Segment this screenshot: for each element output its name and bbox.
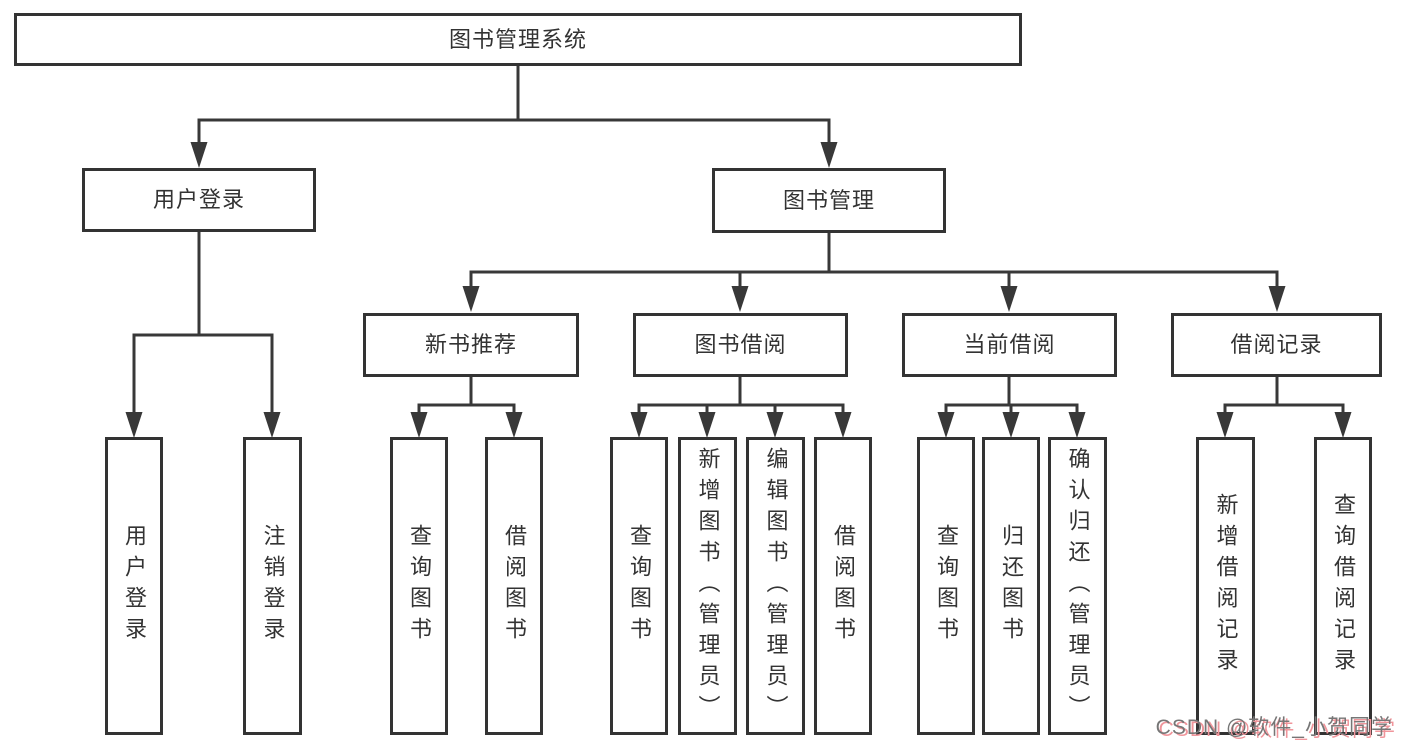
node-book-management: 图书管理 <box>712 168 946 233</box>
node-label: 新书推荐 <box>424 332 517 357</box>
leaf-label: 查询图书 <box>934 524 959 648</box>
leaf-label: 新增图书（管理员） <box>695 446 721 726</box>
node-label: 用户登录 <box>152 187 245 212</box>
leaf-label: 确认归还（管理员） <box>1065 446 1091 726</box>
node-label: 当前借阅 <box>963 332 1056 357</box>
arrowhead-down <box>731 286 749 312</box>
leaf-confirm-return-admin: 确认归还（管理员） <box>1048 437 1107 735</box>
leaf-borrow-books-newrec: 借阅图书 <box>485 437 543 735</box>
node-label: 图书管理 <box>782 187 875 213</box>
leaf-borrow-books: 借阅图书 <box>814 437 872 735</box>
leaf-add-borrow-record: 新增借阅记录 <box>1196 437 1255 735</box>
leaf-label: 用户登录 <box>122 524 147 648</box>
arrowhead-down <box>1002 412 1020 438</box>
leaf-user-login: 用户登录 <box>105 437 163 735</box>
arrowhead-down <box>505 412 523 438</box>
arrowhead-down <box>937 412 955 438</box>
leaf-add-books-admin: 新增图书（管理员） <box>678 437 737 735</box>
leaf-label: 借阅图书 <box>502 524 527 648</box>
leaf-edit-books-admin: 编辑图书（管理员） <box>746 437 805 735</box>
node-current-borrowing: 当前借阅 <box>902 313 1117 377</box>
leaf-label: 借阅图书 <box>831 524 856 648</box>
arrowhead-down <box>410 412 428 438</box>
leaf-label: 注销登录 <box>260 524 286 648</box>
node-borrow-records: 借阅记录 <box>1171 313 1382 377</box>
node-book-borrowing: 图书借阅 <box>633 313 848 377</box>
connector-root-to-level2 <box>197 66 831 150</box>
arrowhead-down <box>263 412 281 438</box>
node-user-login: 用户登录 <box>82 168 316 232</box>
node-library-system: 图书管理系统 <box>14 13 1022 66</box>
node-label: 借阅记录 <box>1230 332 1323 357</box>
arrowhead-down <box>766 412 784 438</box>
arrowhead-down <box>190 142 208 168</box>
node-label: 图书管理系统 <box>448 26 587 52</box>
arrowhead-down <box>1068 412 1086 438</box>
arrowhead-down <box>630 412 648 438</box>
connector-records-to-leaves <box>1223 377 1345 420</box>
arrowhead-down <box>698 412 716 438</box>
leaf-label: 归还图书 <box>999 524 1024 648</box>
arrowhead-down <box>1268 286 1286 312</box>
node-new-book-recommend: 新书推荐 <box>363 313 579 377</box>
leaf-return-books: 归还图书 <box>982 437 1040 735</box>
connector-bookmgmt-to-level3 <box>469 233 1279 295</box>
arrowhead-down <box>1334 412 1352 438</box>
leaf-logout: 注销登录 <box>243 437 302 735</box>
leaf-label: 查询图书 <box>627 524 652 648</box>
leaf-label: 新增借阅记录 <box>1213 493 1239 679</box>
leaf-label: 查询图书 <box>407 524 432 648</box>
arrowhead-down <box>1216 412 1234 438</box>
leaf-query-borrow-record: 查询借阅记录 <box>1314 437 1372 735</box>
connector-newbook-to-leaves <box>417 377 516 420</box>
connector-borrow-to-leaves <box>637 377 845 420</box>
arrowhead-down <box>125 412 143 438</box>
leaf-label: 编辑图书（管理员） <box>763 446 789 726</box>
csdn-watermark: CSDN @软件_小贺同学 <box>1155 716 1393 739</box>
connector-userlogin-to-leaves <box>132 232 274 420</box>
arrowhead-down <box>1000 286 1018 312</box>
leaf-query-books-borrow: 查询图书 <box>610 437 668 735</box>
arrowhead-down <box>462 286 480 312</box>
arrowhead-down <box>820 142 838 168</box>
leaf-label: 查询借阅记录 <box>1331 493 1356 679</box>
leaf-query-books-current: 查询图书 <box>917 437 975 735</box>
node-label: 图书借阅 <box>694 332 787 357</box>
leaf-query-books-newrec: 查询图书 <box>390 437 448 735</box>
arrowhead-down <box>834 412 852 438</box>
